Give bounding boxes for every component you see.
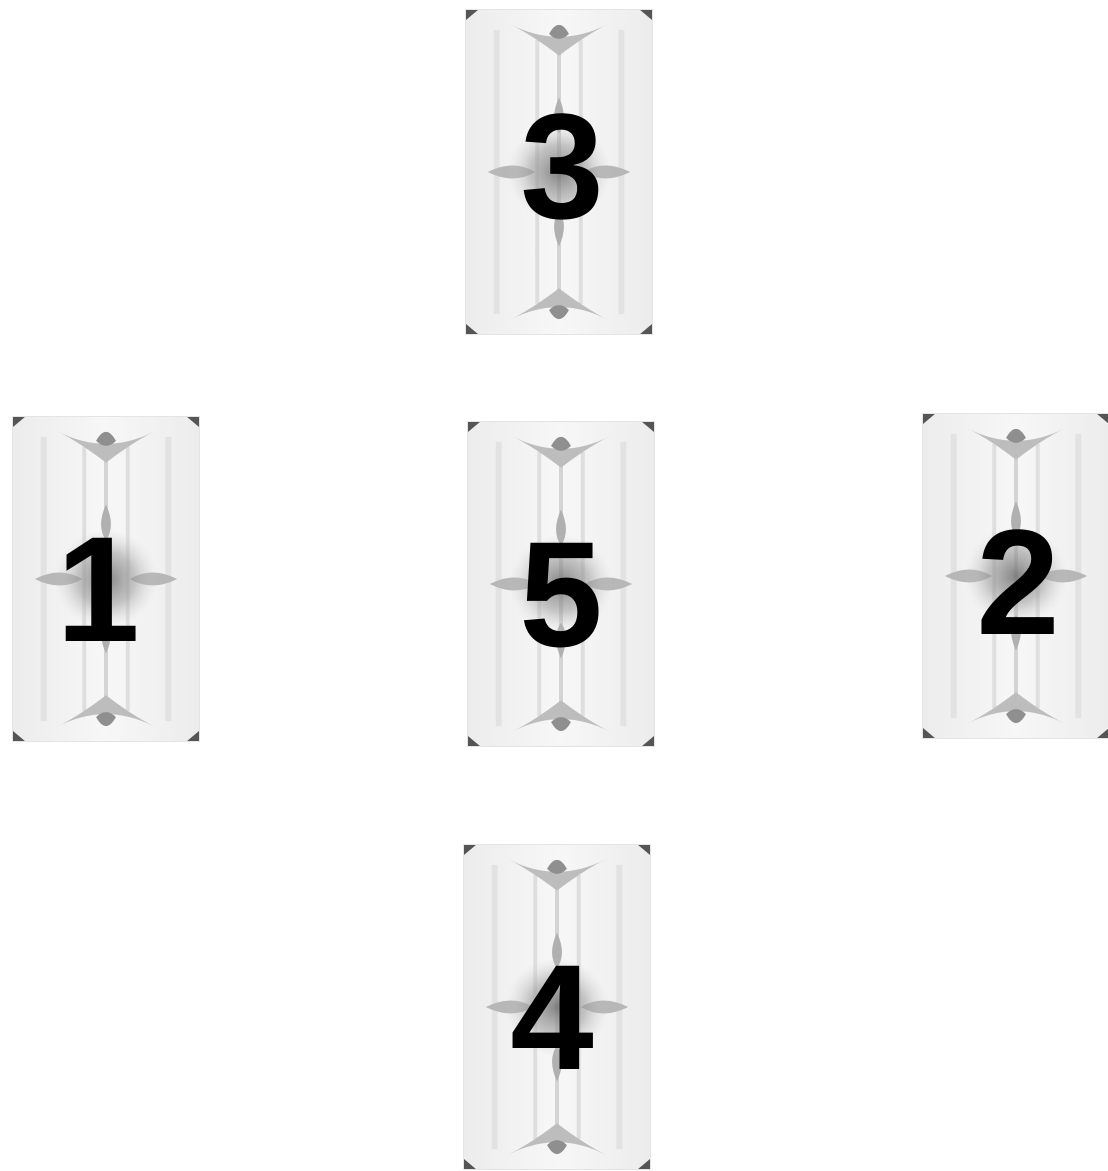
card-position-4: 4	[463, 844, 651, 1170]
card-number: 5	[468, 519, 654, 669]
card-number: 2	[927, 507, 1108, 657]
card-position-1: 1	[12, 416, 200, 742]
card-number: 4	[463, 942, 650, 1092]
card-number: 3	[472, 91, 652, 241]
card-position-2: 2	[922, 413, 1108, 739]
card-position-5: 5	[467, 421, 655, 747]
card-position-3: 3	[465, 9, 653, 335]
card-number: 1	[12, 514, 199, 664]
